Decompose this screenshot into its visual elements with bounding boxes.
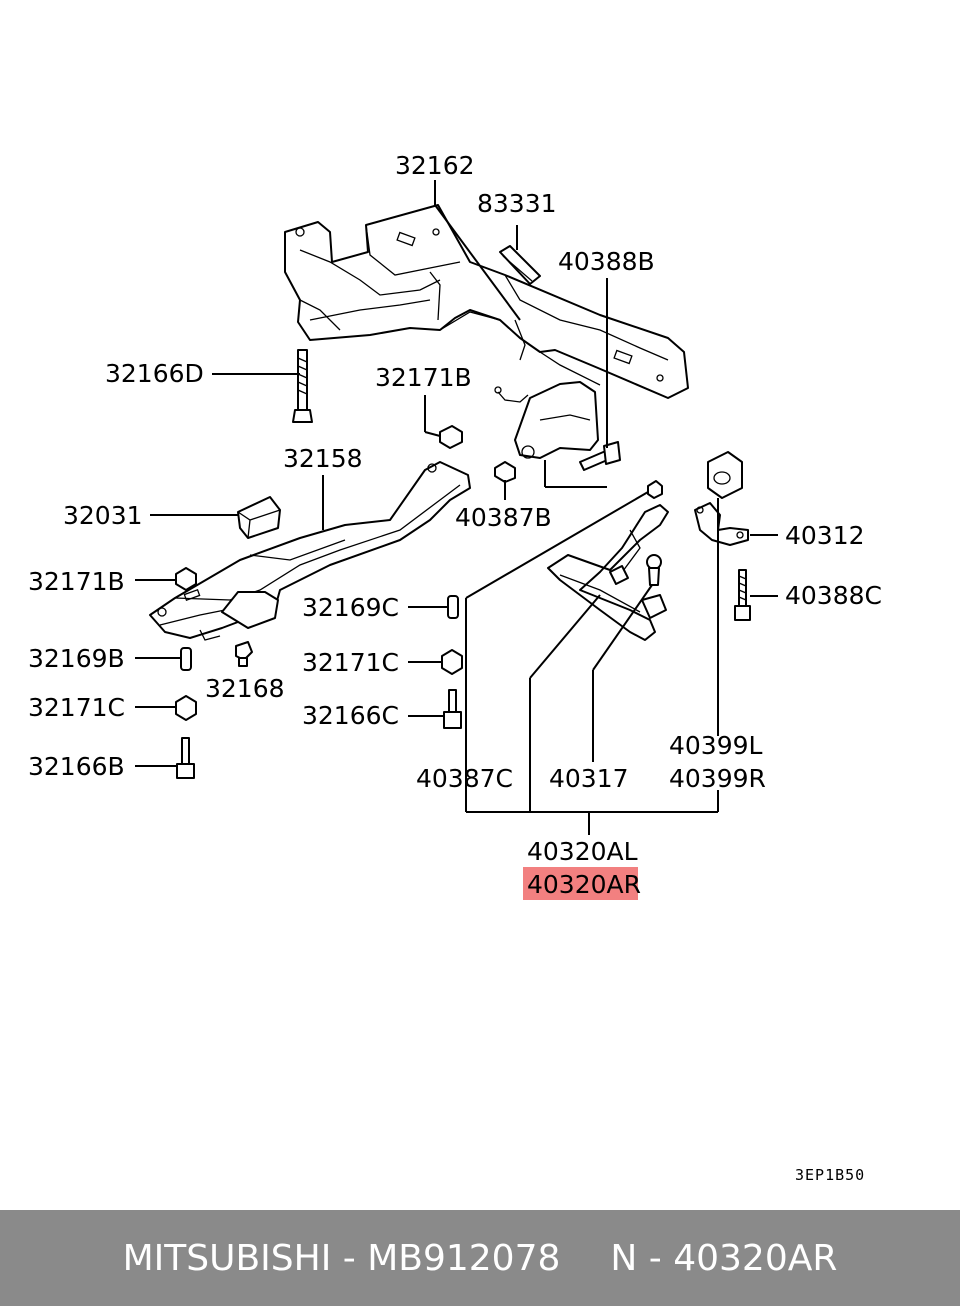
label-40399L[interactable]: 40399L <box>669 731 763 760</box>
bolt-32166C <box>443 689 462 729</box>
bushing-32171C-mid <box>441 649 463 675</box>
crossmember-32162 <box>284 204 689 459</box>
nut-40387C <box>647 480 663 499</box>
label-40312[interactable]: 40312 <box>785 521 865 550</box>
label-32166D[interactable]: 32166D <box>105 359 204 388</box>
label-32169B[interactable]: 32169B <box>28 644 125 673</box>
lower-arm-40320 <box>547 504 669 641</box>
label-83331[interactable]: 83331 <box>477 189 557 218</box>
label-40387B[interactable]: 40387B <box>455 503 552 532</box>
label-32171B-top[interactable]: 32171B <box>375 363 472 392</box>
label-40317[interactable]: 40317 <box>549 764 629 793</box>
bolt-32166B <box>176 737 195 779</box>
label-32169C[interactable]: 32169C <box>302 593 399 622</box>
sleeve-32169C <box>447 595 459 619</box>
nut-40387B <box>494 461 516 483</box>
clip-83331 <box>499 245 541 285</box>
label-32171B-left[interactable]: 32171B <box>28 567 125 596</box>
bushing-32171B-top <box>439 425 463 449</box>
label-40320AR[interactable]: 40320AR <box>527 870 641 899</box>
label-40388B[interactable]: 40388B <box>558 247 655 276</box>
member-32158 <box>149 461 471 641</box>
drawing-code: 3EP1B50 <box>795 1166 865 1184</box>
label-40387C[interactable]: 40387C <box>416 764 513 793</box>
label-32162[interactable]: 32162 <box>395 151 475 180</box>
selected-part-highlight <box>523 867 638 900</box>
bolt-32168 <box>235 641 253 667</box>
footer-bar: MITSUBISHI - MB912078 N - 40320AR <box>0 1210 960 1306</box>
label-32158[interactable]: 32158 <box>283 444 363 473</box>
label-40399R[interactable]: 40399R <box>669 764 766 793</box>
bushing-32171C-left <box>175 695 197 721</box>
label-32168[interactable]: 32168 <box>205 674 285 703</box>
label-32166C[interactable]: 32166C <box>302 701 399 730</box>
bolt-32166D <box>292 349 313 423</box>
footer-ref-part: N - 40320AR <box>610 1237 838 1279</box>
bushing-40399 <box>707 451 743 499</box>
bushing-32171B-left <box>175 567 197 591</box>
bracket-40312 <box>694 502 749 546</box>
sleeve-32169B <box>180 647 192 671</box>
label-32171C-mid[interactable]: 32171C <box>302 648 399 677</box>
label-32171C-left[interactable]: 32171C <box>28 693 125 722</box>
label-40320AL[interactable]: 40320AL <box>527 837 638 866</box>
parts-diagram: 32162 83331 40388B 32166D 32171B 32158 3… <box>28 151 882 1184</box>
label-40388C[interactable]: 40388C <box>785 581 882 610</box>
footer-brand-part: MITSUBISHI - MB912078 <box>122 1237 561 1279</box>
label-32166B[interactable]: 32166B <box>28 752 125 781</box>
label-32031[interactable]: 32031 <box>63 501 143 530</box>
bolt-40388C <box>734 569 751 621</box>
leader-lines <box>135 180 778 835</box>
part-labels: 32162 83331 40388B 32166D 32171B 32158 3… <box>28 151 882 899</box>
bushing-32031 <box>237 496 281 539</box>
